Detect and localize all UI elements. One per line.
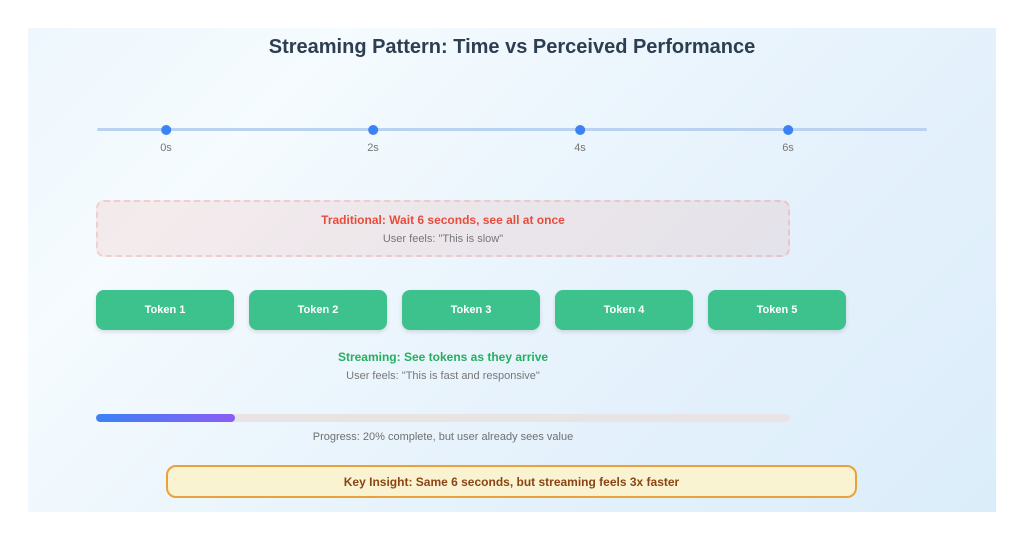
token-row: Token 1 Token 2 Token 3 Token 4 Token 5: [96, 290, 846, 330]
traditional-user-feels-text: User feels: "This is slow": [382, 232, 504, 245]
token-chip: Token 1: [96, 290, 234, 330]
timeline-tick-label: 6s: [782, 142, 794, 154]
token-chip: Token 2: [249, 290, 387, 330]
token-label: Token 5: [756, 304, 798, 316]
page-title: Streaming Pattern: Time vs Perceived Per…: [268, 36, 756, 58]
timeline-dot-icon: [161, 125, 171, 135]
timeline-dot-icon: [575, 125, 585, 135]
progress-track: [96, 414, 790, 422]
streaming-heading: Streaming: See tokens as they arrive: [337, 350, 549, 364]
token-label: Token 3: [450, 304, 492, 316]
token-chip: Token 3: [402, 290, 540, 330]
traditional-heading: Traditional: Wait 6 seconds, see all at …: [321, 212, 565, 227]
traditional-wait-box: Traditional: Wait 6 seconds, see all at …: [96, 200, 790, 257]
key-insight-text: Key Insight: Same 6 seconds, but streami…: [343, 474, 680, 489]
progress-caption: Progress: 20% complete, but user already…: [312, 431, 574, 443]
token-chip: Token 5: [708, 290, 846, 330]
streaming-pattern-panel: Streaming Pattern: Time vs Perceived Per…: [28, 28, 996, 512]
streaming-user-feels-text: User feels: "This is fast and responsive…: [346, 370, 540, 382]
token-label: Token 1: [144, 304, 186, 316]
timeline-dot-icon: [783, 125, 793, 135]
timeline-point-6s: 6s: [782, 125, 794, 154]
timeline-point-4s: 4s: [574, 125, 586, 154]
timeline-tick-label: 0s: [160, 142, 172, 154]
timeline-axis: [97, 128, 927, 131]
token-label: Token 2: [297, 304, 339, 316]
timeline-dot-icon: [368, 125, 378, 135]
timeline-tick-label: 4s: [574, 142, 586, 154]
timeline-point-0s: 0s: [160, 125, 172, 154]
token-label: Token 4: [603, 304, 645, 316]
progress-fill: [96, 414, 235, 422]
key-insight-box: Key Insight: Same 6 seconds, but streami…: [166, 465, 857, 498]
timeline-point-2s: 2s: [367, 125, 379, 154]
token-chip: Token 4: [555, 290, 693, 330]
timeline-tick-label: 2s: [367, 142, 379, 154]
